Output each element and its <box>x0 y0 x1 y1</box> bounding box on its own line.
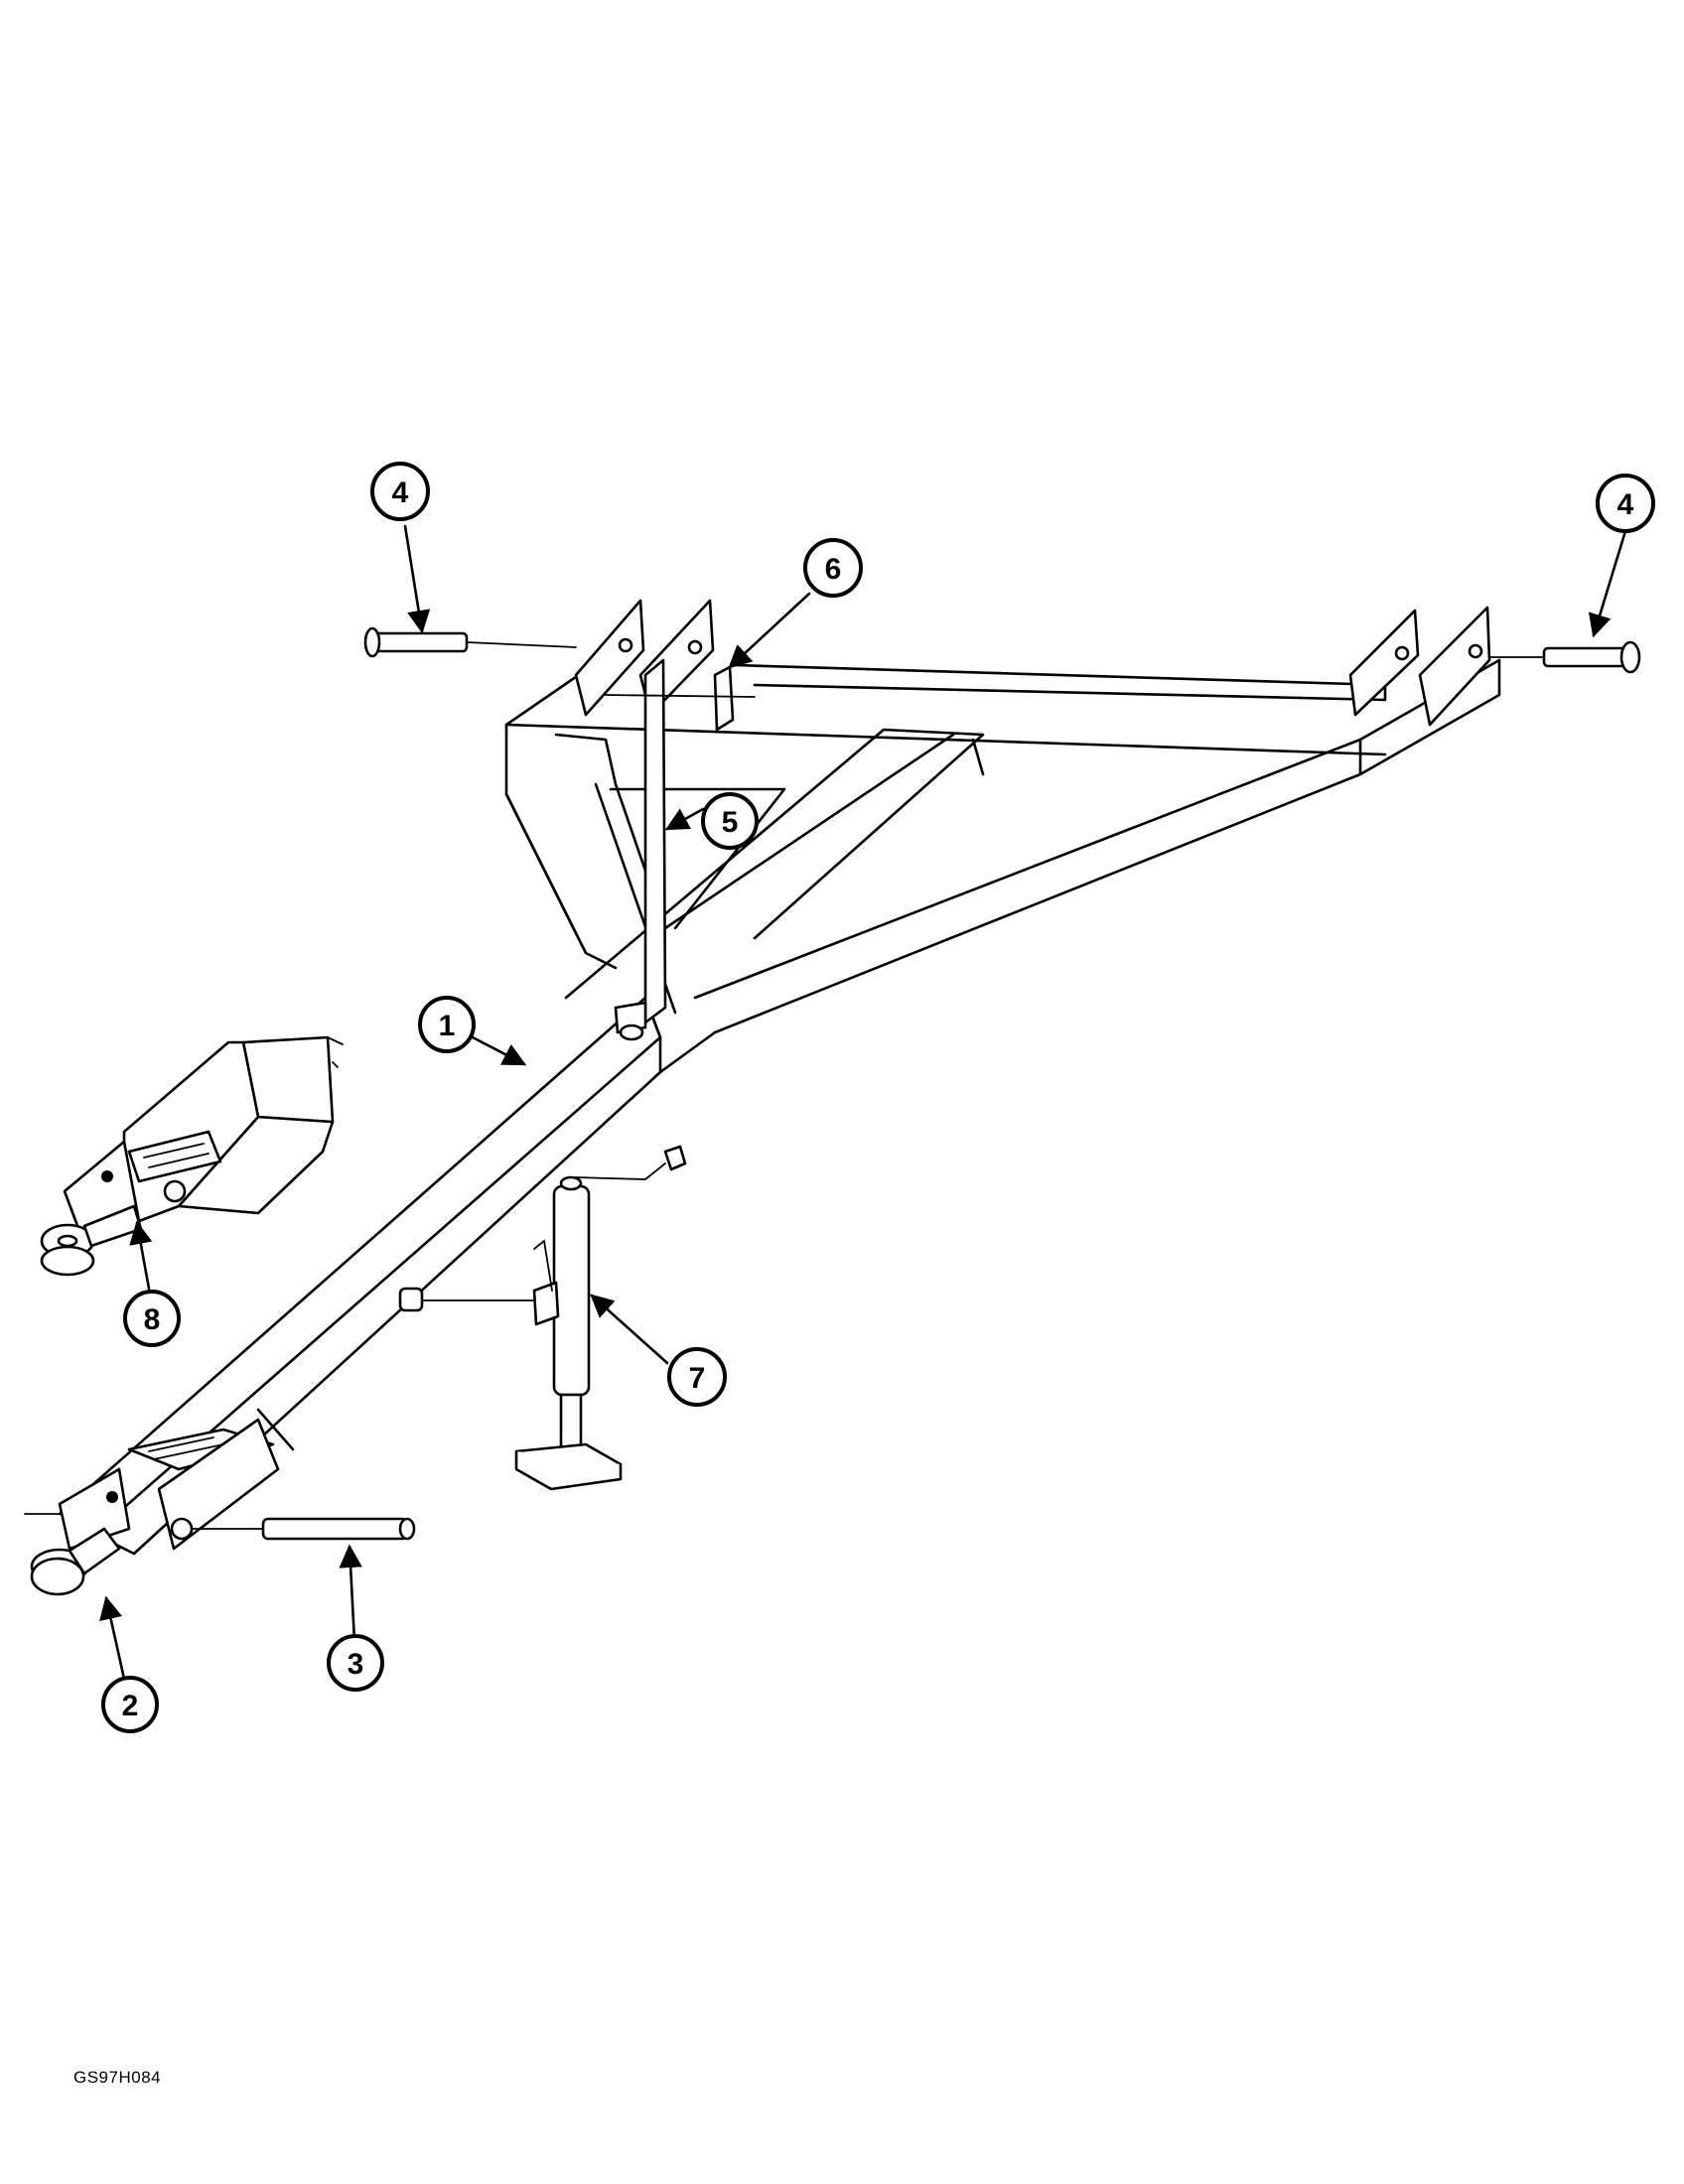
leader-lines <box>99 524 1627 1690</box>
callout-8: 8 <box>123 1290 181 1347</box>
pin-right <box>1488 640 1641 674</box>
callout-1: 1 <box>418 996 476 1053</box>
callout-4-left-label: 4 <box>392 477 409 509</box>
callout-6: 6 <box>803 538 863 598</box>
callout-1-label: 1 <box>439 1010 456 1042</box>
callout-8-label: 8 <box>144 1303 161 1336</box>
callout-2: 2 <box>101 1676 159 1733</box>
cylinder <box>40 1035 344 1277</box>
support-bar <box>614 658 667 1041</box>
callout-3: 3 <box>327 1634 384 1692</box>
hitch-pin <box>191 1517 416 1541</box>
figure-code: GS97H084 <box>73 2068 162 2087</box>
callout-7: 7 <box>667 1347 727 1407</box>
callout-2-label: 2 <box>122 1690 139 1722</box>
bracket <box>605 665 756 732</box>
pin-left <box>363 626 577 658</box>
callout-4-right-label: 4 <box>1617 488 1634 521</box>
callout-7-label: 7 <box>689 1362 706 1395</box>
clevis <box>24 1513 85 1596</box>
callout-4-right: 4 <box>1596 474 1655 533</box>
jack <box>398 1145 687 1491</box>
callout-5-label: 5 <box>722 806 739 839</box>
callout-3-label: 3 <box>348 1648 364 1681</box>
callout-6-label: 6 <box>825 553 842 586</box>
callout-5: 5 <box>701 792 759 850</box>
callout-4-left: 4 <box>370 462 430 521</box>
